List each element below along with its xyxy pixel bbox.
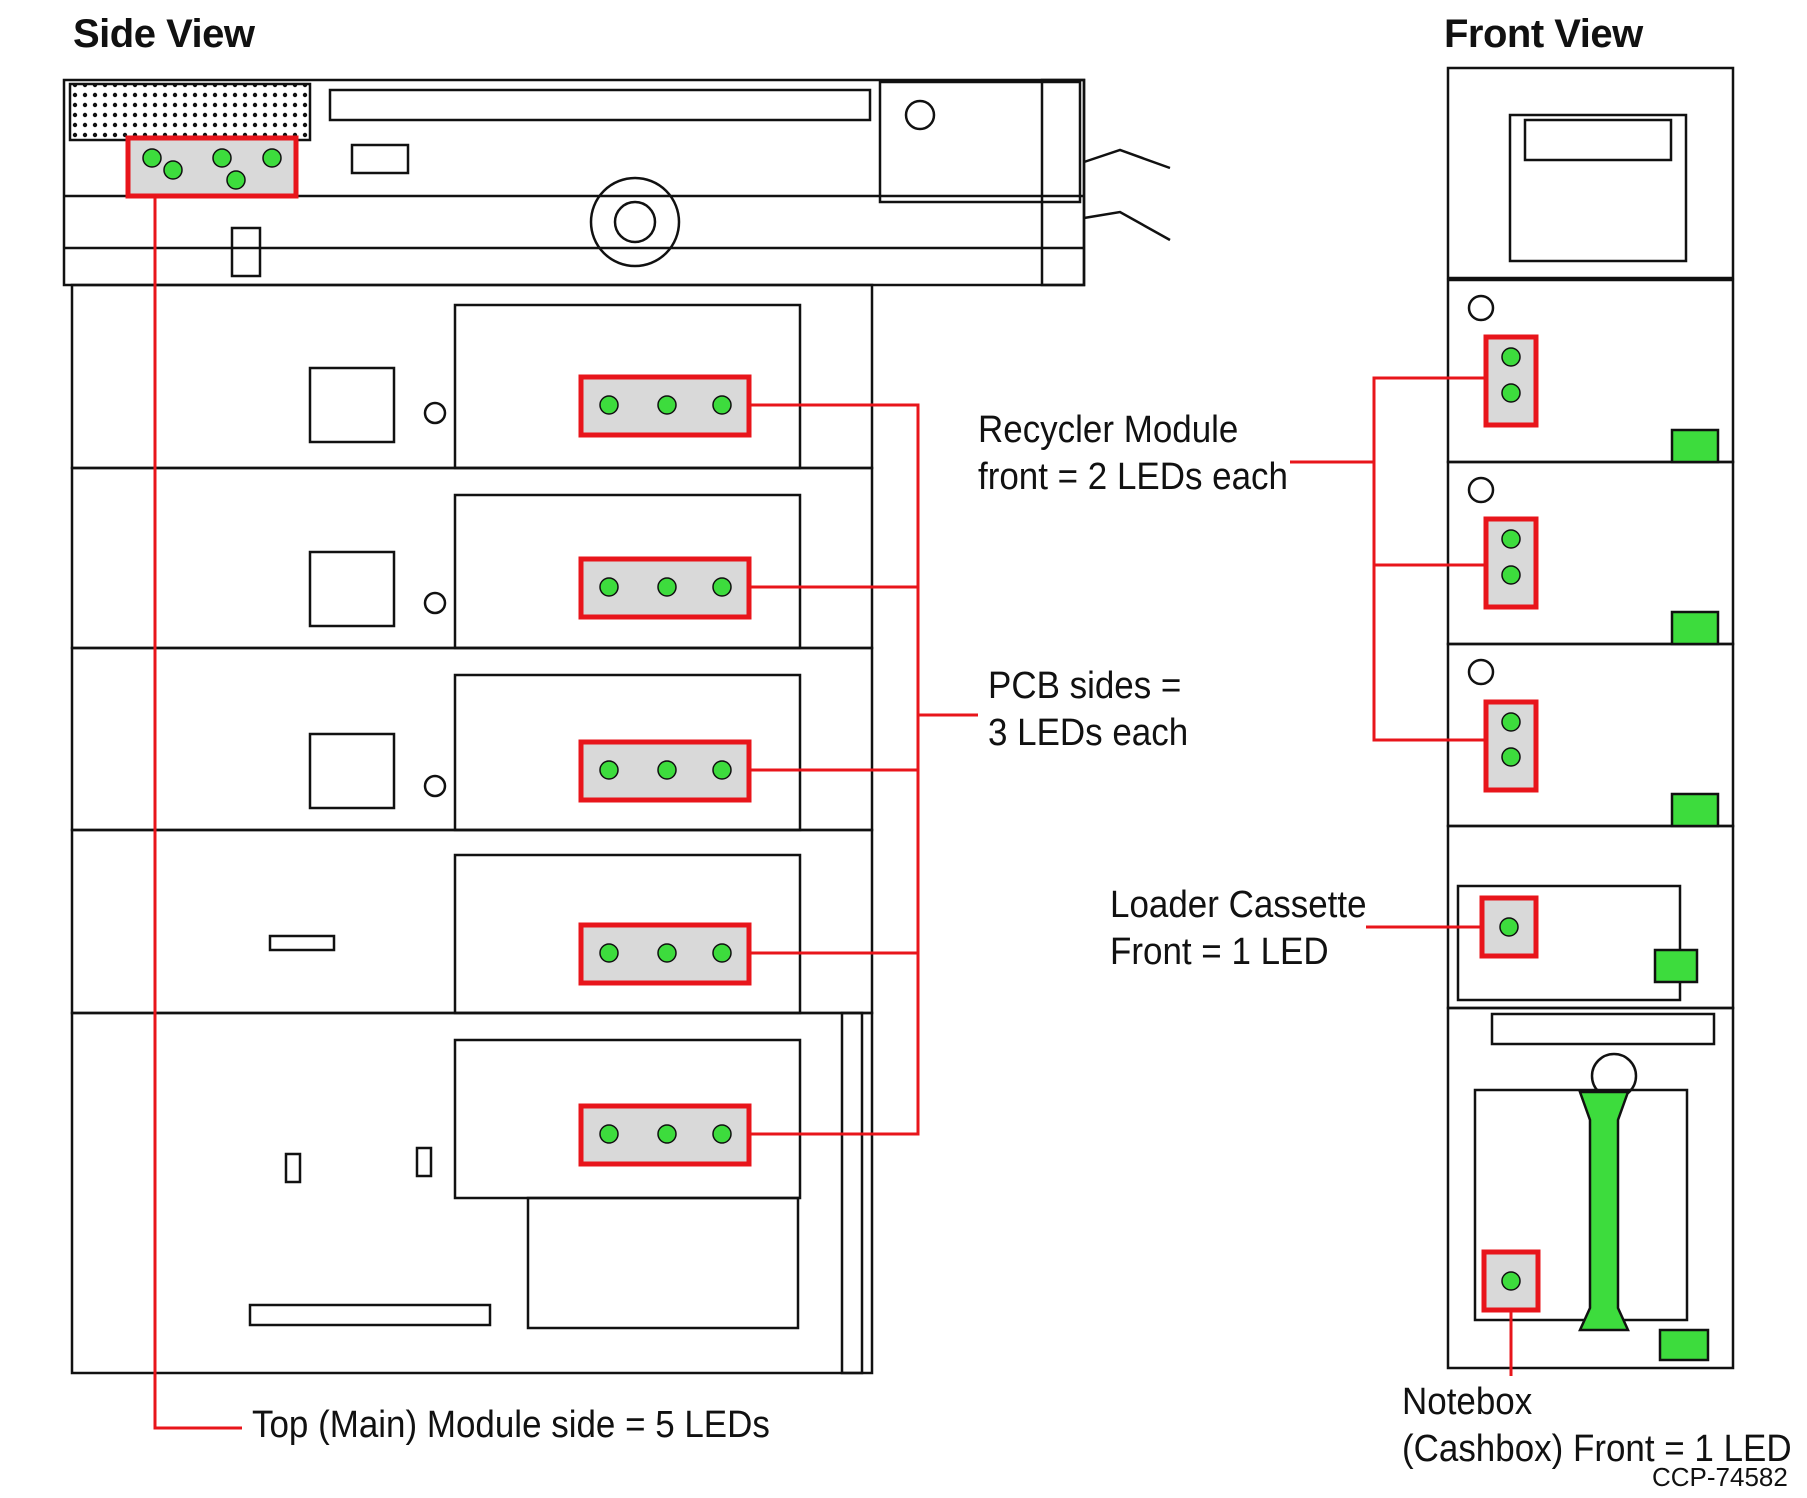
top-main-module-callout: Top (Main) Module side = 5 LEDs — [252, 1404, 770, 1446]
pcb-side-1-led-2 — [657, 395, 677, 415]
notebox-side — [70, 1011, 874, 1375]
pcb-side-3-led-1 — [599, 760, 619, 780]
loader-callout-line-1: Loader Cassette — [1110, 884, 1367, 926]
loader-callout-line-2: Front = 1 LED — [1110, 931, 1329, 973]
side-view-title: Side View — [73, 12, 255, 56]
pcb-side-3-led-2 — [657, 760, 677, 780]
top-main-led-4 — [226, 170, 246, 190]
recycler-front-1-led-1 — [1501, 347, 1521, 367]
pcb-callout-line-1: PCB sides = — [988, 665, 1182, 707]
recycler-callout-line-2: front = 2 LEDs each — [978, 456, 1288, 498]
front-view-title: Front View — [1444, 12, 1643, 56]
pcb-side-3-led-3 — [712, 760, 732, 780]
loader-cassette-callout: Loader Cassette Front = 1 LED — [1110, 882, 1367, 976]
recycler-front-led-box-2 — [1483, 516, 1539, 610]
reference-code: CCP-74582 — [1652, 1462, 1788, 1492]
pcb-side-1-led-1 — [599, 395, 619, 415]
pcb-side-5-led-2 — [657, 1124, 677, 1144]
pcb-side-4-led-3 — [712, 943, 732, 963]
recycler-module-side-3 — [70, 646, 874, 832]
recycler-module-side-2 — [70, 466, 874, 650]
leader-recycler-bracket — [1372, 376, 1486, 742]
notebox-front-led — [1501, 1271, 1521, 1291]
recycler-module-side-1 — [70, 283, 874, 470]
top-main-led-5 — [262, 148, 282, 168]
pcb-side-2-led-2 — [657, 577, 677, 597]
side-view-drawing — [62, 66, 1735, 1375]
top-main-led-2 — [163, 160, 183, 180]
front-view-drawing — [1446, 66, 1735, 1370]
loader-front-led — [1499, 917, 1519, 937]
pcb-side-4-led-1 — [599, 943, 619, 963]
pcb-side-5-led-3 — [712, 1124, 732, 1144]
pcb-side-1-led-3 — [712, 395, 732, 415]
top-main-led-3 — [212, 148, 232, 168]
recycler-front-1-led-2 — [1501, 383, 1521, 403]
leader-top-main — [153, 198, 242, 1430]
loader-cassette-side — [70, 828, 874, 1015]
recycler-module-callout: Recycler Module front = 2 LEDs each — [978, 407, 1288, 501]
pcb-side-2-led-3 — [712, 577, 732, 597]
top-main-led-1 — [142, 148, 162, 168]
top-main-led-box — [125, 135, 299, 199]
recycler-front-2-led-2 — [1501, 565, 1521, 585]
notebox-callout: Notebox (Cashbox) Front = 1 LED — [1402, 1379, 1792, 1473]
recycler-front-3-led-1 — [1501, 712, 1521, 732]
pcb-sides-callout: PCB sides = 3 LEDs each — [988, 663, 1188, 757]
notebox-callout-line-1: Notebox — [1402, 1381, 1533, 1423]
pcb-side-4-led-2 — [657, 943, 677, 963]
pcb-side-5-led-1 — [599, 1124, 619, 1144]
notebox-callout-line-2: (Cashbox) Front = 1 LED — [1402, 1428, 1792, 1470]
recycler-front-2-led-1 — [1501, 529, 1521, 549]
pcb-callout-line-2: 3 LEDs each — [988, 712, 1189, 754]
notebox-front — [1446, 1006, 1735, 1370]
recycler-callout-line-1: Recycler Module — [978, 409, 1239, 451]
recycler-front-3-led-2 — [1501, 747, 1521, 767]
pcb-side-2-led-1 — [599, 577, 619, 597]
